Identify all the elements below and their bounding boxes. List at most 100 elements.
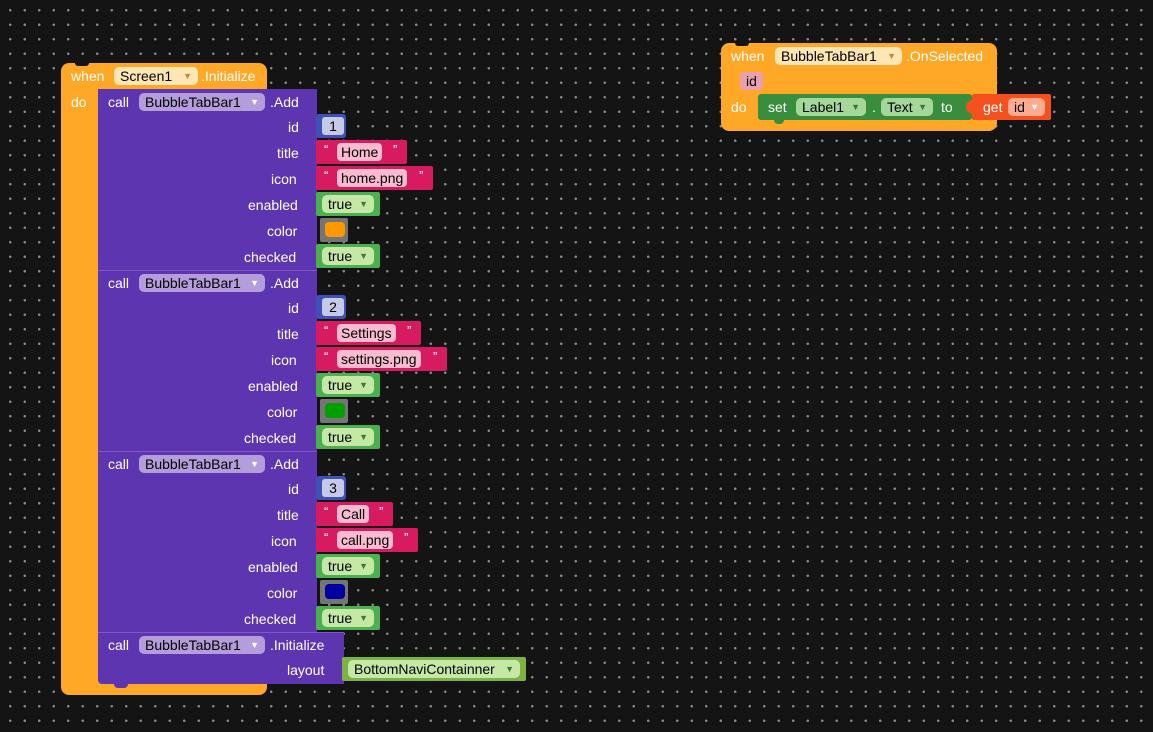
text-field[interactable]: call.png: [337, 531, 394, 549]
dropdown-arrow-icon: ▼: [1030, 102, 1039, 112]
dropdown-arrow-icon: ▼: [359, 251, 368, 261]
method-name-label: .Add: [270, 275, 299, 291]
logic-boolean-block[interactable]: true ▼: [316, 244, 380, 268]
text-field[interactable]: Home: [337, 143, 383, 161]
dropdown-arrow-icon: ▼: [887, 51, 896, 61]
text-string-block[interactable]: “ Home ”: [316, 140, 407, 164]
add-call-block-3[interactable]: [98, 451, 317, 632]
screen1-component-dropdown[interactable]: Screen1 ▼: [114, 67, 198, 85]
block-socket: [966, 100, 976, 114]
logic-boolean-block[interactable]: true ▼: [316, 606, 380, 630]
logic-boolean-block[interactable]: true ▼: [316, 192, 380, 216]
open-quote: “: [324, 323, 329, 338]
text-string-block[interactable]: “ settings.png ”: [316, 347, 447, 371]
text-field[interactable]: settings.png: [337, 350, 421, 368]
close-quote: ”: [379, 504, 384, 519]
logic-boolean-block[interactable]: true ▼: [316, 373, 380, 397]
text-field[interactable]: Settings: [337, 324, 396, 342]
bubbletabbar-component-dropdown[interactable]: BubbleTabBar1 ▼: [775, 47, 902, 65]
param-title-label: title: [277, 326, 299, 342]
when-label: when: [731, 48, 765, 64]
open-quote: “: [324, 142, 329, 157]
event-name-label: .OnSelected: [906, 48, 984, 64]
call-label: call: [108, 275, 130, 291]
variable-name: id: [1014, 99, 1025, 115]
method-name-label: .Initialize: [270, 637, 325, 653]
event-name-label: .Initialize: [201, 68, 256, 84]
color-swatch-dark-blue[interactable]: [325, 584, 345, 599]
param-enabled-label: enabled: [248, 197, 298, 213]
to-label: to: [941, 99, 953, 115]
param-layout-label: layout: [287, 662, 325, 678]
call-label: call: [108, 456, 130, 472]
boolean-dropdown[interactable]: true ▼: [322, 247, 374, 265]
number-field[interactable]: 1: [322, 117, 344, 135]
variable-name-dropdown[interactable]: id ▼: [1008, 98, 1045, 116]
text-string-block[interactable]: “ Call ”: [316, 502, 393, 526]
dropdown-arrow-icon: ▼: [183, 71, 192, 81]
bubbletabbar-component-dropdown[interactable]: BubbleTabBar1 ▼: [139, 274, 265, 292]
text-field[interactable]: Call: [337, 505, 370, 523]
boolean-dropdown[interactable]: true ▼: [322, 195, 374, 213]
boolean-value: true: [328, 196, 353, 212]
component-name: BubbleTabBar1: [145, 637, 241, 653]
text-string-block[interactable]: “ call.png ”: [316, 528, 418, 552]
open-quote: “: [324, 530, 329, 545]
label-component-dropdown[interactable]: Label1 ▼: [796, 98, 866, 116]
color-swatch-green[interactable]: [325, 403, 345, 418]
close-quote: ”: [404, 530, 409, 545]
call-label: call: [108, 94, 130, 110]
number-block[interactable]: 2: [316, 295, 346, 319]
dropdown-arrow-icon: ▼: [359, 199, 368, 209]
property-name: Text: [887, 99, 913, 115]
color-swatch-orange[interactable]: [325, 222, 345, 237]
call-label: call: [108, 637, 130, 653]
logic-boolean-block[interactable]: true ▼: [316, 425, 380, 449]
add-call-block-2[interactable]: [98, 270, 317, 451]
layout-component-dropdown[interactable]: BottomNaviContainner ▼: [348, 660, 520, 678]
bubbletabbar-component-dropdown[interactable]: BubbleTabBar1 ▼: [139, 636, 265, 654]
dropdown-arrow-icon: ▼: [505, 664, 514, 674]
close-quote: ”: [433, 349, 438, 364]
dropdown-arrow-icon: ▼: [851, 102, 860, 112]
add-call-block-1[interactable]: [98, 89, 317, 270]
event-param-id[interactable]: id: [740, 72, 763, 90]
bubbletabbar-component-dropdown[interactable]: BubbleTabBar1 ▼: [139, 455, 265, 473]
color-block[interactable]: [320, 580, 348, 604]
boolean-value: true: [328, 377, 353, 393]
event-block-top-notch: [75, 63, 89, 66]
dropdown-arrow-icon: ▼: [250, 459, 259, 469]
boolean-dropdown[interactable]: true ▼: [322, 557, 374, 575]
boolean-dropdown[interactable]: true ▼: [322, 428, 374, 446]
text-field[interactable]: home.png: [337, 169, 408, 187]
boolean-dropdown[interactable]: true ▼: [322, 609, 374, 627]
text-string-block[interactable]: “ home.png ”: [316, 166, 433, 190]
component-name: BottomNaviContainner: [354, 661, 495, 677]
dot-label: .: [872, 99, 876, 115]
logic-boolean-block[interactable]: true ▼: [316, 554, 380, 578]
color-block[interactable]: [320, 218, 348, 242]
block-bottom-tab: [774, 120, 784, 124]
component-name: BubbleTabBar1: [145, 94, 241, 110]
dropdown-arrow-icon: ▼: [918, 102, 927, 112]
bubbletabbar-component-dropdown[interactable]: BubbleTabBar1 ▼: [139, 93, 265, 111]
param-icon-label: icon: [271, 352, 297, 368]
set-label: set: [768, 99, 787, 115]
component-name: BubbleTabBar1: [145, 456, 241, 472]
number-field[interactable]: 3: [322, 479, 344, 497]
param-color-label: color: [267, 404, 298, 420]
color-block[interactable]: [320, 399, 348, 423]
component-name: Screen1: [120, 68, 173, 84]
property-dropdown[interactable]: Text ▼: [881, 98, 933, 116]
do-label: do: [71, 94, 87, 110]
number-block[interactable]: 1: [316, 114, 346, 138]
dropdown-arrow-icon: ▼: [359, 561, 368, 571]
text-string-block[interactable]: “ Settings ”: [316, 321, 421, 345]
when-label: when: [71, 68, 105, 84]
boolean-dropdown[interactable]: true ▼: [322, 376, 374, 394]
param-icon-label: icon: [271, 171, 297, 187]
number-field[interactable]: 2: [322, 298, 344, 316]
component-block[interactable]: BottomNaviContainner ▼: [342, 657, 526, 681]
number-block[interactable]: 3: [316, 476, 346, 500]
dropdown-arrow-icon: ▼: [250, 640, 259, 650]
